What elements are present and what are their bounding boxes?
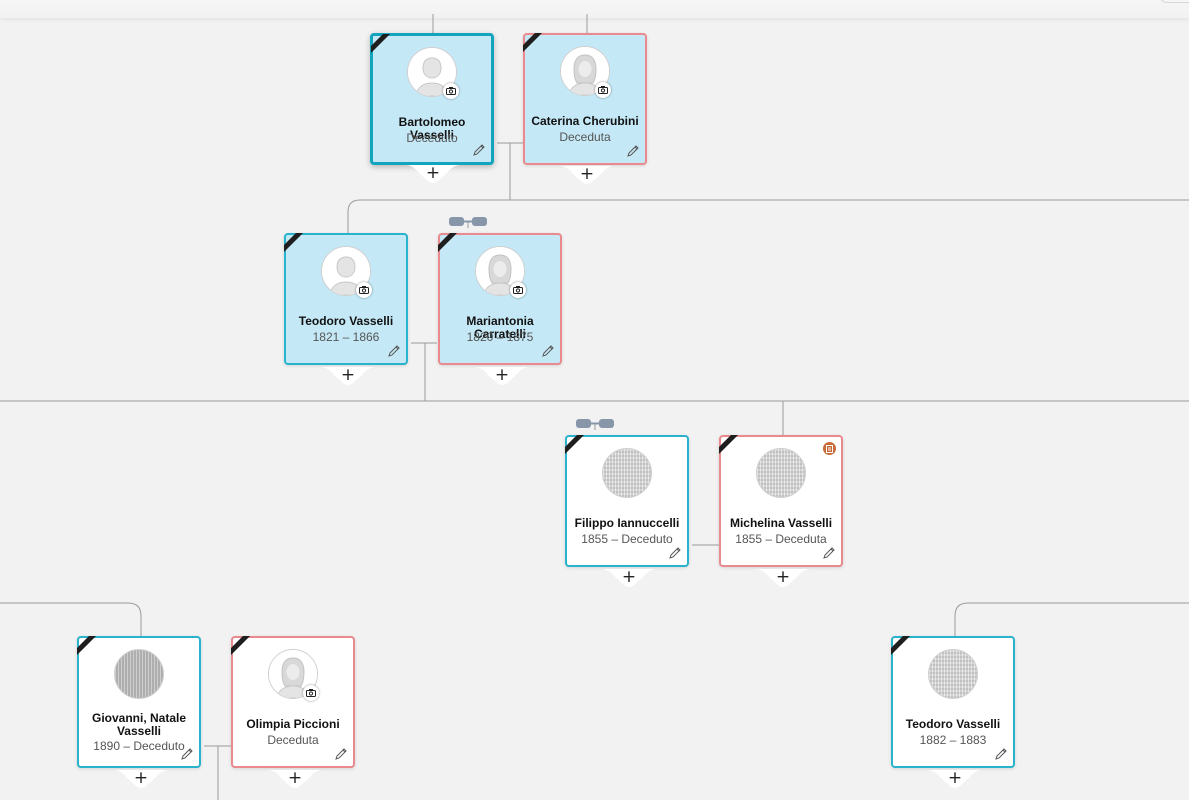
- document-photo-avatar: [602, 448, 652, 498]
- add-relative-button[interactable]: +: [113, 770, 169, 790]
- person-dates: 1890 – Deceduto: [93, 739, 185, 753]
- mourning-ribbon-icon: [891, 636, 913, 658]
- person-name: Bartolomeo Vasselli: [398, 115, 466, 142]
- person-card-michelina-vasselli[interactable]: Michelina Vasselli 1855 – Deceduta: [719, 435, 843, 567]
- person-card-caterina-cherubini[interactable]: Caterina Cherubini Deceduta: [523, 33, 647, 165]
- person-name: Caterina Cherubini: [531, 114, 639, 128]
- record-icon[interactable]: [823, 442, 836, 455]
- person-dates: Deceduta: [559, 130, 611, 144]
- pencil-icon[interactable]: [626, 144, 640, 158]
- document-photo-avatar: [114, 649, 164, 699]
- add-relative-button[interactable]: +: [601, 569, 657, 589]
- mourning-ribbon-icon: [719, 435, 741, 457]
- add-icon: +: [494, 365, 510, 385]
- add-icon: +: [287, 768, 303, 788]
- add-relative-button[interactable]: +: [405, 165, 461, 185]
- add-relative-button[interactable]: +: [755, 569, 811, 589]
- pencil-icon[interactable]: [180, 747, 194, 761]
- person-name: Teodoro Vasselli: [298, 314, 394, 328]
- camera-icon[interactable]: [303, 685, 319, 701]
- add-icon: +: [133, 768, 149, 788]
- add-icon: +: [425, 163, 441, 183]
- person-dates: 1855 – Deceduto: [581, 532, 673, 546]
- person-name: Mariantonia Carratelli: [466, 314, 534, 341]
- mourning-ribbon-icon: [371, 34, 393, 56]
- person-card-mariantonia-carratelli[interactable]: Mariantonia Carratelli 1820 – 1875: [438, 233, 562, 365]
- add-icon: +: [340, 365, 356, 385]
- top-toolbar-edge: [0, 0, 1189, 18]
- link-icon[interactable]: [448, 216, 488, 228]
- person-name: Giovanni, Natale Vasselli: [91, 711, 187, 738]
- mourning-ribbon-icon: [231, 636, 253, 658]
- pencil-icon[interactable]: [541, 344, 555, 358]
- add-relative-button[interactable]: +: [474, 367, 530, 387]
- person-card-bartolomeo-vasselli[interactable]: Bartolomeo Vasselli Deceduto: [370, 33, 494, 165]
- mourning-ribbon-icon: [565, 435, 587, 457]
- document-photo-avatar: [756, 448, 806, 498]
- link-icon[interactable]: [575, 418, 615, 430]
- camera-icon[interactable]: [443, 83, 459, 99]
- add-icon: +: [579, 164, 595, 184]
- person-name: Filippo Iannuccelli: [574, 516, 680, 530]
- person-dates: 1820 – 1875: [466, 330, 534, 344]
- camera-icon[interactable]: [356, 282, 372, 298]
- person-card-olimpia-piccioni[interactable]: Olimpia Piccioni Deceduta: [231, 636, 355, 768]
- document-photo-avatar: [928, 649, 978, 699]
- pencil-icon[interactable]: [334, 747, 348, 761]
- mourning-ribbon-icon: [284, 233, 306, 255]
- person-dates: Deceduto: [406, 131, 458, 145]
- mourning-ribbon-icon: [523, 33, 545, 55]
- person-dates: 1821 – 1866: [312, 330, 380, 344]
- add-relative-button[interactable]: +: [927, 770, 983, 790]
- pencil-icon[interactable]: [994, 747, 1008, 761]
- add-icon: +: [775, 567, 791, 587]
- camera-icon[interactable]: [510, 282, 526, 298]
- pencil-icon[interactable]: [668, 546, 682, 560]
- pencil-icon[interactable]: [472, 143, 486, 157]
- person-dates: 1882 – 1883: [919, 733, 987, 747]
- add-relative-button[interactable]: +: [320, 367, 376, 387]
- person-name: Olimpia Piccioni: [246, 717, 340, 731]
- person-dates: 1855 – Deceduta: [735, 532, 827, 546]
- person-card-filippo-iannuccelli[interactable]: Filippo Iannuccelli 1855 – Deceduto: [565, 435, 689, 567]
- add-relative-button[interactable]: +: [559, 166, 615, 186]
- add-icon: +: [621, 567, 637, 587]
- mourning-ribbon-icon: [77, 636, 99, 658]
- add-icon: +: [947, 768, 963, 788]
- person-dates: Deceduta: [267, 733, 319, 747]
- person-card-teodoro-vasselli-1821[interactable]: Teodoro Vasselli 1821 – 1866: [284, 233, 408, 365]
- person-card-teodoro-vasselli-1882[interactable]: Teodoro Vasselli 1882 – 1883: [891, 636, 1015, 768]
- person-name: Michelina Vasselli: [729, 516, 833, 530]
- person-name: Teodoro Vasselli: [905, 717, 1001, 731]
- add-relative-button[interactable]: +: [267, 770, 323, 790]
- pencil-icon[interactable]: [387, 344, 401, 358]
- pencil-icon[interactable]: [822, 546, 836, 560]
- mourning-ribbon-icon: [438, 233, 460, 255]
- person-card-giovanni-natale-vasselli[interactable]: Giovanni, Natale Vasselli 1890 – Decedut…: [77, 636, 201, 768]
- camera-icon[interactable]: [595, 82, 611, 98]
